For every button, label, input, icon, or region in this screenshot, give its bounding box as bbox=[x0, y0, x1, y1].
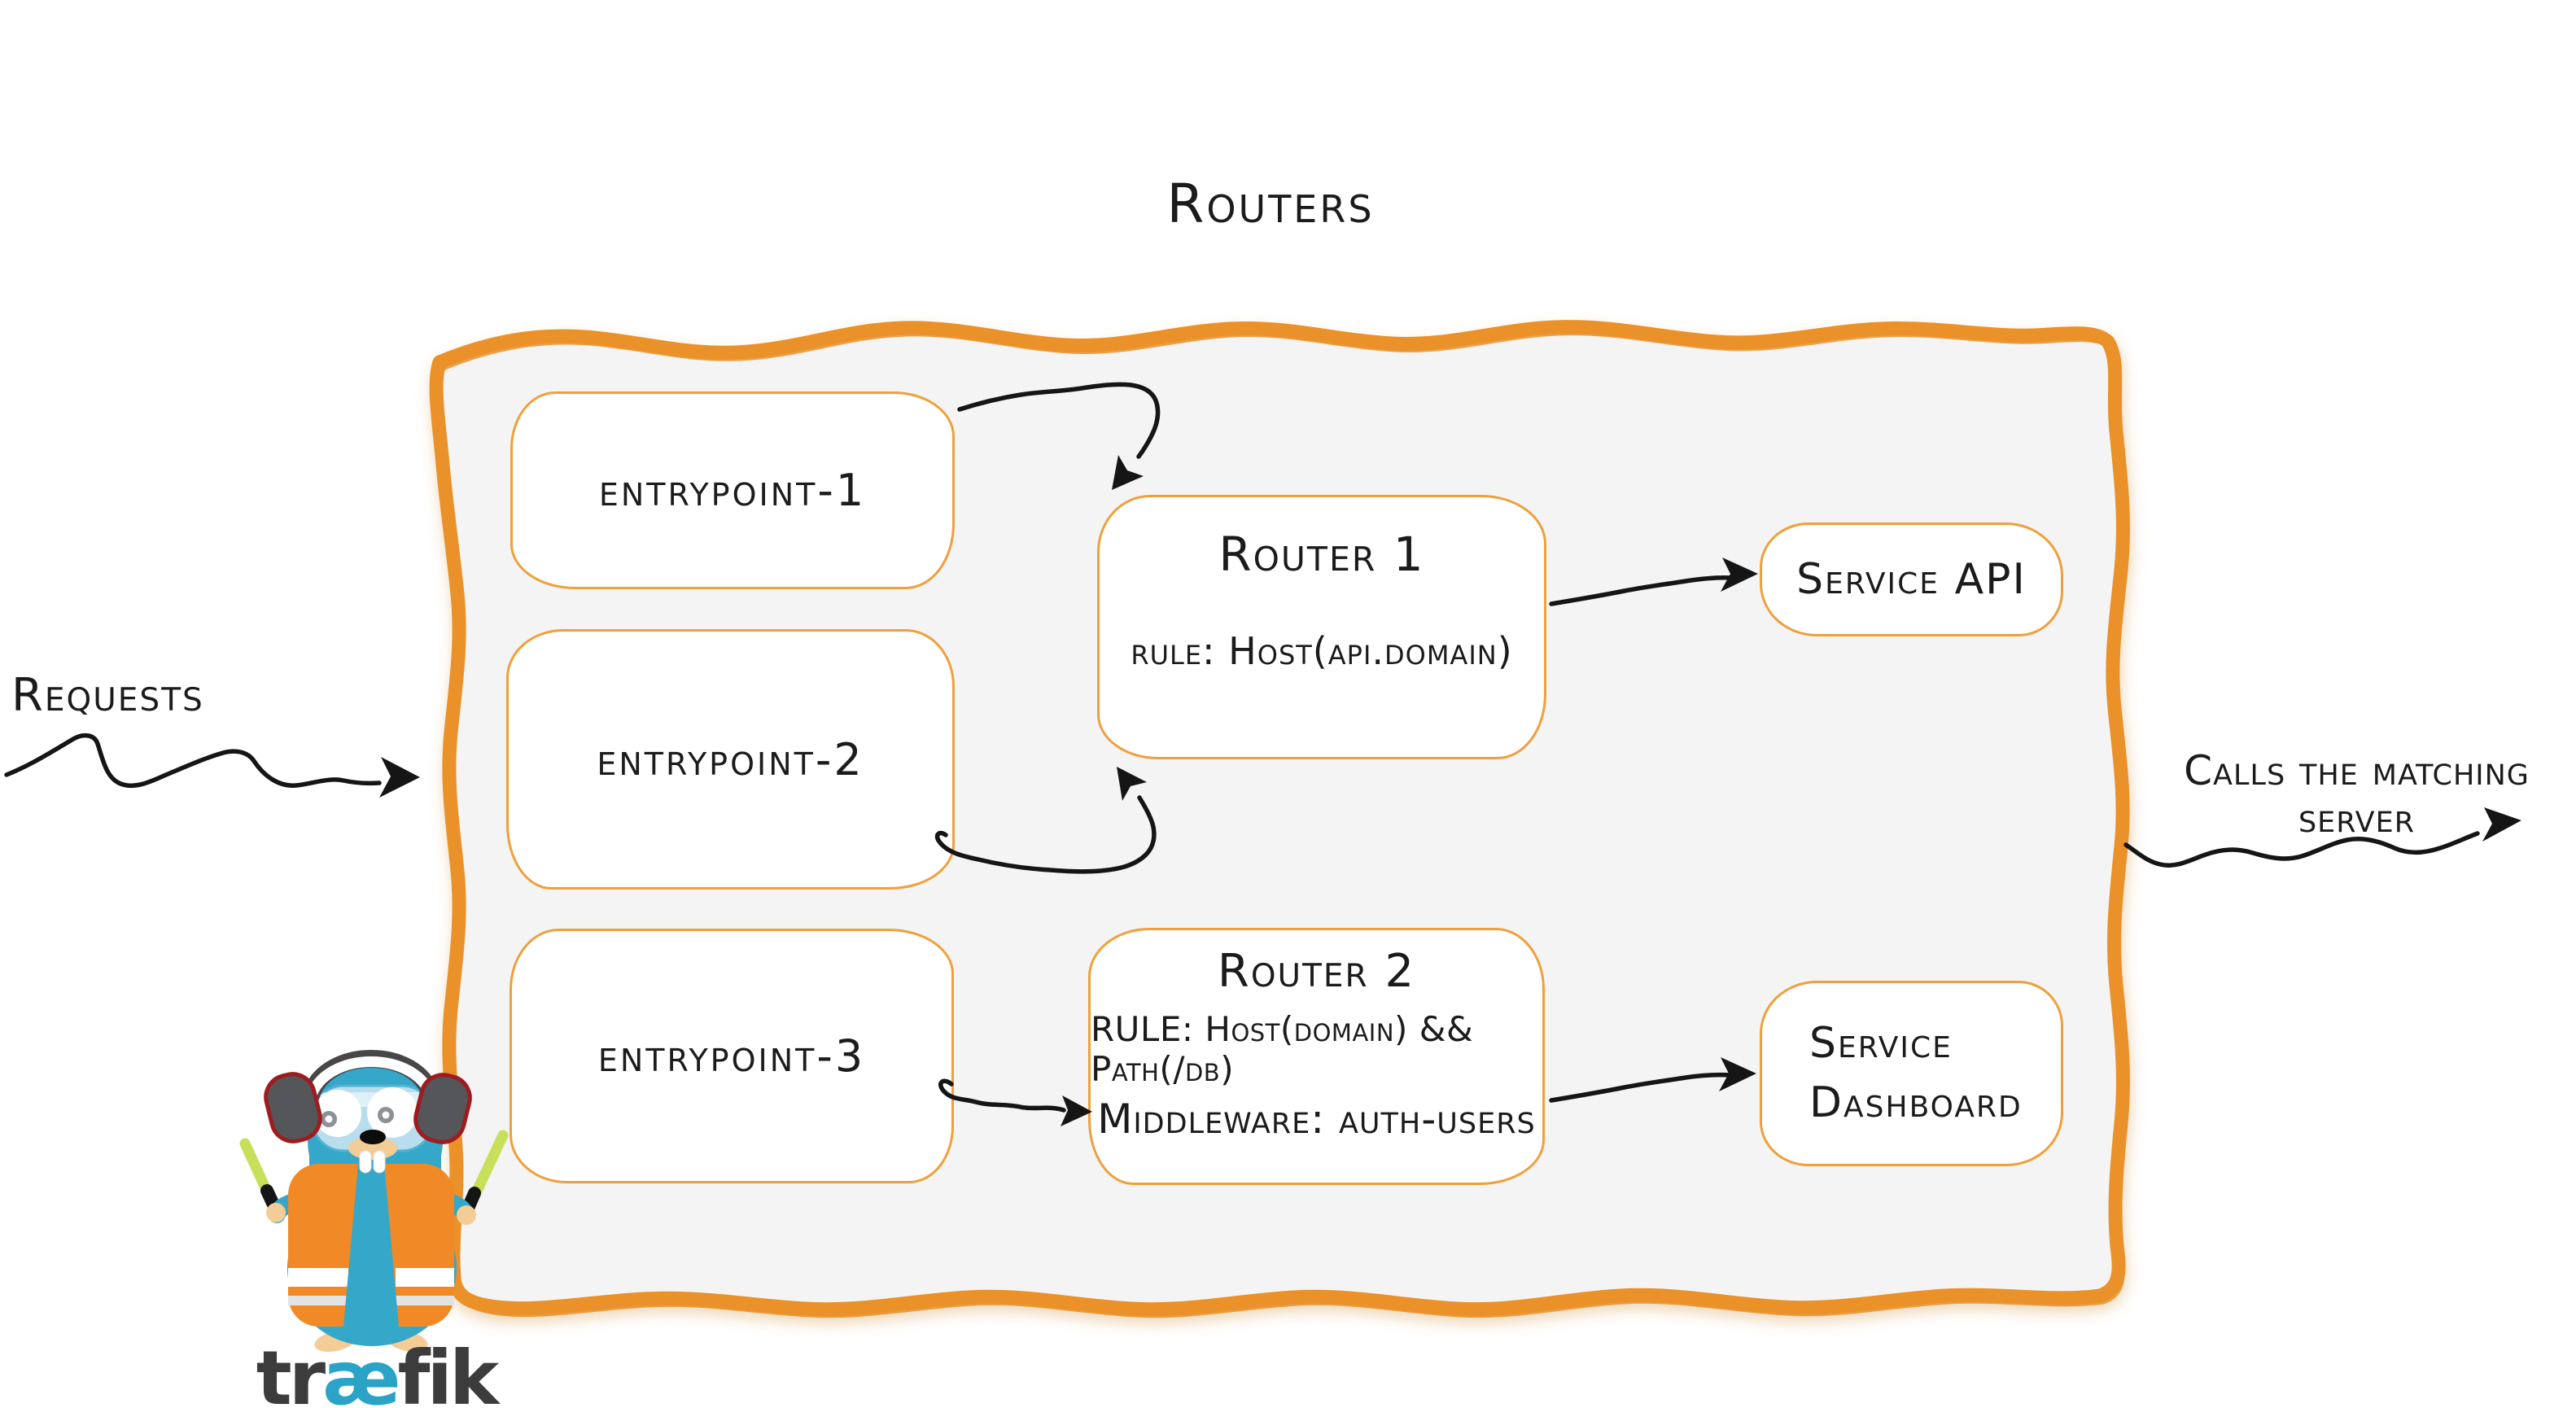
arrow-entrypoint1-to-router1 bbox=[957, 382, 1161, 459]
arrowhead-router2-to-service-dashboard bbox=[1719, 1057, 1756, 1091]
right-hand bbox=[457, 1205, 476, 1225]
vest-stripe-left bbox=[288, 1268, 348, 1287]
nose bbox=[360, 1130, 386, 1144]
arrowhead-entrypoint2-to-router1 bbox=[1117, 767, 1147, 801]
requests-label: Requests bbox=[11, 669, 204, 722]
router-1-rule: rule: Host(api.domain) bbox=[1131, 629, 1513, 673]
arrow-entrypoint3-to-router2 bbox=[938, 1078, 1066, 1113]
service-dashboard-box: Service Dashboard bbox=[1760, 981, 2063, 1166]
arrow-router2-to-service-dashboard bbox=[1549, 1072, 1734, 1103]
service-api-label: Service API bbox=[1796, 555, 2027, 604]
router-2-rule: RULE: Host(domain) && Path(/db) bbox=[1091, 1009, 1474, 1089]
arrow-router1-to-service-api bbox=[1549, 575, 1734, 606]
headphone-band bbox=[305, 1056, 437, 1103]
router-2-middleware: Middleware: auth-users bbox=[1097, 1095, 1536, 1143]
arrowhead-router1-to-service-api bbox=[1721, 558, 1758, 592]
left-hand bbox=[266, 1203, 286, 1222]
service-api-box: Service API bbox=[1760, 523, 2063, 636]
arrowhead-requests bbox=[379, 757, 420, 798]
wordmark-tr: tr bbox=[256, 1335, 326, 1408]
traefik-gopher-logo bbox=[239, 1050, 509, 1352]
arrowhead-entrypoint1-to-router1 bbox=[1112, 455, 1144, 490]
left-pupil-glint bbox=[325, 1115, 333, 1123]
vest-stripe2-right bbox=[396, 1296, 454, 1305]
entrypoint-3-box: entrypoint-3 bbox=[510, 929, 954, 1183]
entrypoint-1-box: entrypoint-1 bbox=[510, 391, 955, 589]
diagram-title: Routers bbox=[1166, 173, 1375, 235]
left-ear-cup bbox=[264, 1072, 322, 1143]
entrypoint-3-label: entrypoint-3 bbox=[597, 1030, 866, 1082]
router-2-box: Router 2 RULE: Host(domain) && Path(/db)… bbox=[1088, 928, 1545, 1185]
right-pupil-glint bbox=[382, 1111, 390, 1119]
calls-matching-server-label: Calls the matching server bbox=[2184, 747, 2530, 842]
wordmark-ae: æ bbox=[322, 1335, 400, 1408]
traefik-wordmark: træfik bbox=[238, 1335, 514, 1408]
arrow-requests-to-panel bbox=[4, 732, 382, 789]
vest-stripe-right bbox=[396, 1268, 454, 1287]
router-2-title: Router 2 bbox=[1217, 945, 1416, 998]
right-ear-cup bbox=[413, 1073, 472, 1144]
vest-opening bbox=[343, 1164, 399, 1327]
entrypoint-2-label: entrypoint-2 bbox=[597, 733, 864, 785]
right-tooth bbox=[373, 1150, 386, 1174]
router-1-box: Router 1 rule: Host(api.domain) bbox=[1097, 495, 1546, 759]
service-dashboard-label-line2: Dashboard bbox=[1809, 1078, 2023, 1127]
router-1-title: Router 1 bbox=[1218, 527, 1425, 582]
arrow-entrypoint2-to-router1 bbox=[934, 795, 1157, 874]
service-dashboard-label-line1: Service bbox=[1809, 1019, 1953, 1069]
entrypoint-1-label: entrypoint-1 bbox=[598, 465, 867, 516]
entrypoint-2-box: entrypoint-2 bbox=[506, 629, 955, 890]
wordmark-fik: fik bbox=[397, 1335, 500, 1408]
vest-stripe2-left bbox=[288, 1296, 348, 1305]
left-tooth bbox=[359, 1150, 372, 1174]
